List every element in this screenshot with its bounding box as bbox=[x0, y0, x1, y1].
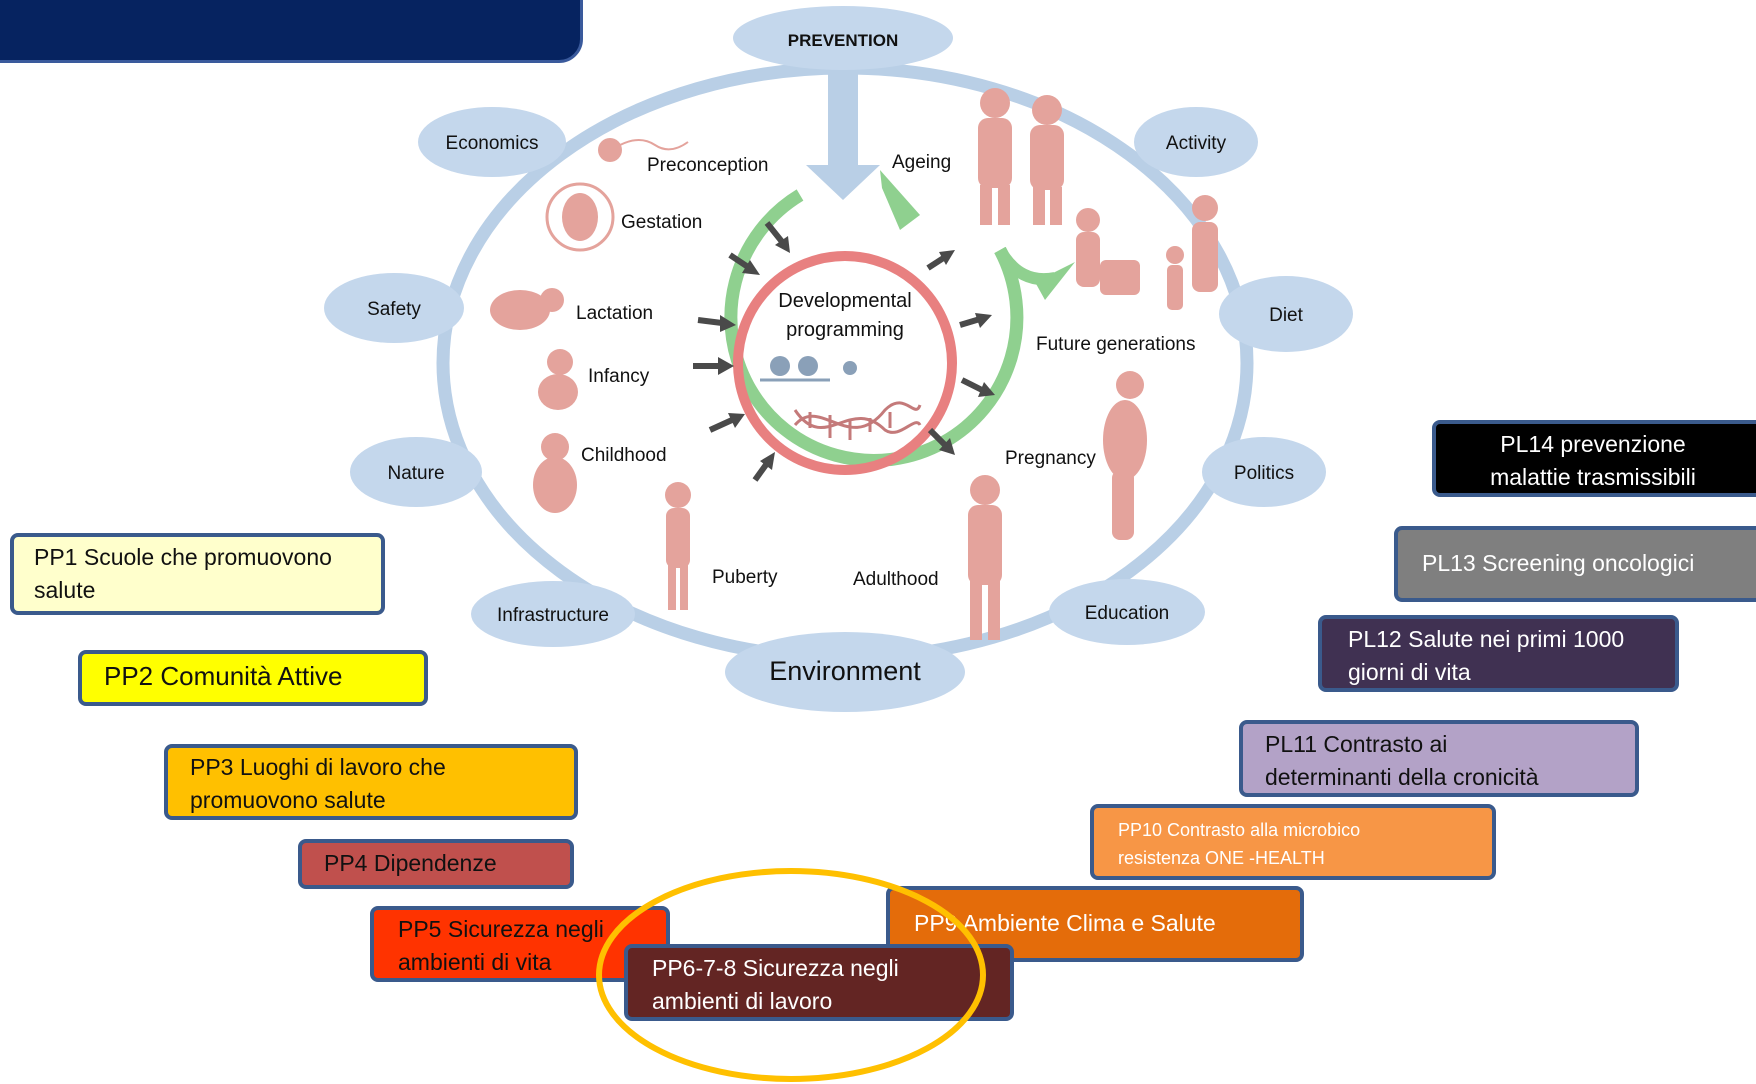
red-inner-ring bbox=[733, 251, 957, 475]
node-education bbox=[1049, 579, 1205, 645]
program-pl14-line1: PL14 prevenzione bbox=[1500, 431, 1686, 457]
program-pl13-line1: PL13 Screening oncologici bbox=[1422, 550, 1695, 576]
label-education: Education bbox=[1085, 603, 1170, 624]
program-pp1-line1: PP1 Scuole che promuovono bbox=[34, 544, 332, 570]
label-childhood: Childhood bbox=[581, 445, 667, 466]
program-pl14: PL14 prevenzione malattie trasmissibili bbox=[1432, 420, 1756, 497]
chromatin-icon bbox=[760, 356, 857, 382]
program-pp1-line2: salute bbox=[34, 577, 96, 603]
prevention-arrow bbox=[806, 70, 880, 200]
program-pp10: PP10 Contrasto alla microbico resistenza… bbox=[1090, 804, 1496, 880]
ageing-icon bbox=[980, 88, 1010, 118]
program-pp9-line1: PP9 Ambiente Clima e Salute bbox=[914, 910, 1216, 936]
label-lactation: Lactation bbox=[576, 303, 653, 324]
label-developmental: Developmental bbox=[778, 290, 911, 312]
node-environment bbox=[725, 632, 965, 712]
program-pp10-line2: resistenza ONE -HEALTH bbox=[1118, 848, 1325, 868]
label-safety: Safety bbox=[367, 299, 421, 320]
program-pp3-line1: PP3 Luoghi di lavoro che bbox=[190, 754, 446, 780]
label-nature: Nature bbox=[387, 463, 444, 484]
label-infrastructure: Infrastructure bbox=[497, 605, 609, 626]
node-safety bbox=[324, 273, 464, 343]
program-pp678-line1: PP6-7-8 Sicurezza negli bbox=[652, 955, 899, 981]
pregnancy-icon bbox=[1116, 371, 1144, 399]
program-pl11-line2: determinanti della cronicità bbox=[1265, 764, 1539, 790]
label-activity: Activity bbox=[1166, 133, 1227, 154]
label-prevention: PREVENTION bbox=[788, 31, 899, 50]
childhood-icon bbox=[541, 433, 569, 461]
label-future-generations: Future generations bbox=[1036, 334, 1196, 355]
node-diet bbox=[1219, 276, 1353, 352]
dna-helix-icon bbox=[793, 401, 922, 440]
label-preconception: Preconception bbox=[647, 155, 768, 176]
label-diet: Diet bbox=[1269, 305, 1304, 326]
adulthood-icon bbox=[970, 475, 1000, 505]
program-pp3-line2: promuovono salute bbox=[190, 787, 386, 813]
program-pl12-line2: giorni di vita bbox=[1348, 659, 1471, 685]
program-pp5-line1: PP5 Sicurezza negli bbox=[398, 916, 604, 942]
embryo-icon bbox=[545, 182, 615, 252]
gray-arrows bbox=[693, 221, 995, 482]
label-politics: Politics bbox=[1234, 463, 1294, 484]
program-pp10-line1: PP10 Contrasto alla microbico bbox=[1118, 820, 1361, 840]
green-branch-arrow bbox=[994, 246, 1057, 286]
node-infrastructure bbox=[471, 581, 635, 647]
node-nature bbox=[350, 437, 482, 507]
label-infancy: Infancy bbox=[588, 366, 650, 387]
node-economics bbox=[418, 107, 566, 177]
green-cycle-arrow bbox=[724, 189, 1024, 467]
program-pp4: PP4 Dipendenze bbox=[298, 839, 574, 889]
program-pl11-line1: PL11 Contrasto ai bbox=[1265, 731, 1448, 757]
label-puberty: Puberty bbox=[712, 567, 778, 588]
label-programming: programming bbox=[786, 319, 904, 341]
node-prevention bbox=[733, 6, 953, 70]
program-pl13: PL13 Screening oncologici bbox=[1394, 526, 1756, 602]
label-gestation: Gestation bbox=[621, 212, 702, 233]
family-icon bbox=[1192, 195, 1218, 221]
label-ageing: Ageing bbox=[892, 152, 951, 173]
program-pp678-line2: ambienti di lavoro bbox=[652, 988, 833, 1014]
program-pp5-line2: ambienti di vita bbox=[398, 949, 552, 975]
program-pl14-line2: malattie trasmissibili bbox=[1490, 464, 1696, 490]
program-pl11: PL11 Contrasto ai determinanti della cro… bbox=[1239, 720, 1639, 797]
sperm-icon bbox=[598, 138, 622, 162]
program-pl12-line1: PL12 Salute nei primi 1000 bbox=[1348, 626, 1625, 652]
label-adulthood: Adulthood bbox=[853, 569, 939, 590]
program-pp678: PP6-7-8 Sicurezza negli ambienti di lavo… bbox=[624, 944, 1014, 1021]
lactation-icon bbox=[490, 290, 550, 330]
program-pl12: PL12 Salute nei primi 1000 giorni di vit… bbox=[1318, 615, 1679, 692]
program-pp4-line1: PP4 Dipendenze bbox=[324, 850, 497, 876]
header-banner bbox=[0, 0, 583, 63]
label-pregnancy: Pregnancy bbox=[1005, 448, 1096, 469]
silhouettes bbox=[490, 88, 1218, 640]
puberty-icon bbox=[665, 482, 691, 508]
program-pp2-line1: PP2 Comunità Attive bbox=[104, 661, 343, 691]
infancy-icon bbox=[547, 349, 573, 375]
program-pp2: PP2 Comunità Attive bbox=[78, 650, 428, 706]
node-politics bbox=[1202, 437, 1326, 507]
program-pp1: PP1 Scuole che promuovono salute bbox=[10, 533, 385, 615]
label-environment: Environment bbox=[769, 656, 921, 686]
program-pp3: PP3 Luoghi di lavoro che promuovono salu… bbox=[164, 744, 578, 820]
green-arrowhead-left bbox=[880, 170, 920, 230]
node-activity bbox=[1134, 107, 1258, 177]
label-economics: Economics bbox=[446, 133, 539, 154]
